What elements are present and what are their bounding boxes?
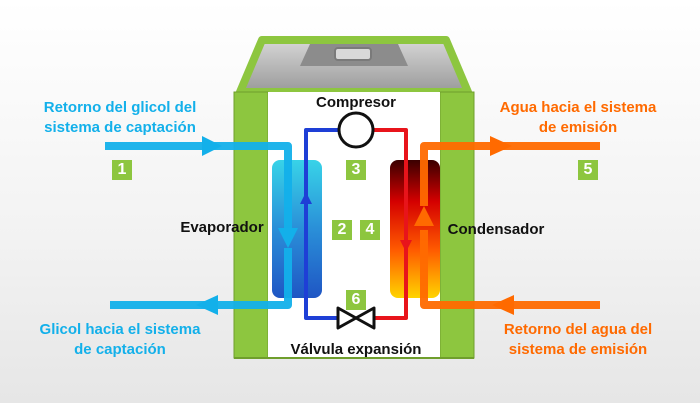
badge-1: 1 (112, 160, 132, 180)
casing-frame-right (439, 91, 475, 359)
water-out-pipe (420, 142, 600, 206)
expansion-valve-label: Válvula expansión (290, 341, 422, 358)
refrigerant-arrow-up (300, 192, 312, 204)
condenser-block (390, 160, 440, 298)
badge-3: 3 (346, 160, 366, 180)
glycol-out-label: Glicol hacia el sistema de captación (39, 321, 201, 358)
glycol-return-arrow (202, 136, 222, 156)
water-return-label: Retorno del agua del sistema de emisión (503, 321, 653, 358)
compressor-label: Compresor (315, 94, 397, 111)
condenser-label: Condensador (447, 221, 545, 238)
refrigerant-hot-line (374, 128, 408, 320)
glycol-return-pipe (105, 142, 292, 230)
casing-handle-slot (334, 47, 372, 61)
glycol-out-pipe (110, 248, 292, 309)
water-return-pipe (420, 230, 600, 309)
refrigerant-arrow-down (400, 240, 412, 252)
evaporator-label: Evaporador (180, 219, 264, 236)
compressor-symbol (337, 111, 375, 149)
water-out-arrow (490, 136, 512, 156)
expansion-valve-symbol (336, 306, 358, 330)
water-return-arrow (492, 295, 514, 315)
glycol-out-arrow (196, 295, 218, 315)
badge-2: 2 (332, 220, 352, 240)
badge-5: 5 (578, 160, 598, 180)
badge-6: 6 (346, 290, 366, 310)
refrigerant-cold-line (304, 128, 338, 320)
glycol-return-label: Retorno del glicol del sistema de captac… (43, 99, 197, 136)
water-out-label: Agua hacia el sistema de emisión (499, 99, 657, 136)
badge-4: 4 (360, 220, 380, 240)
